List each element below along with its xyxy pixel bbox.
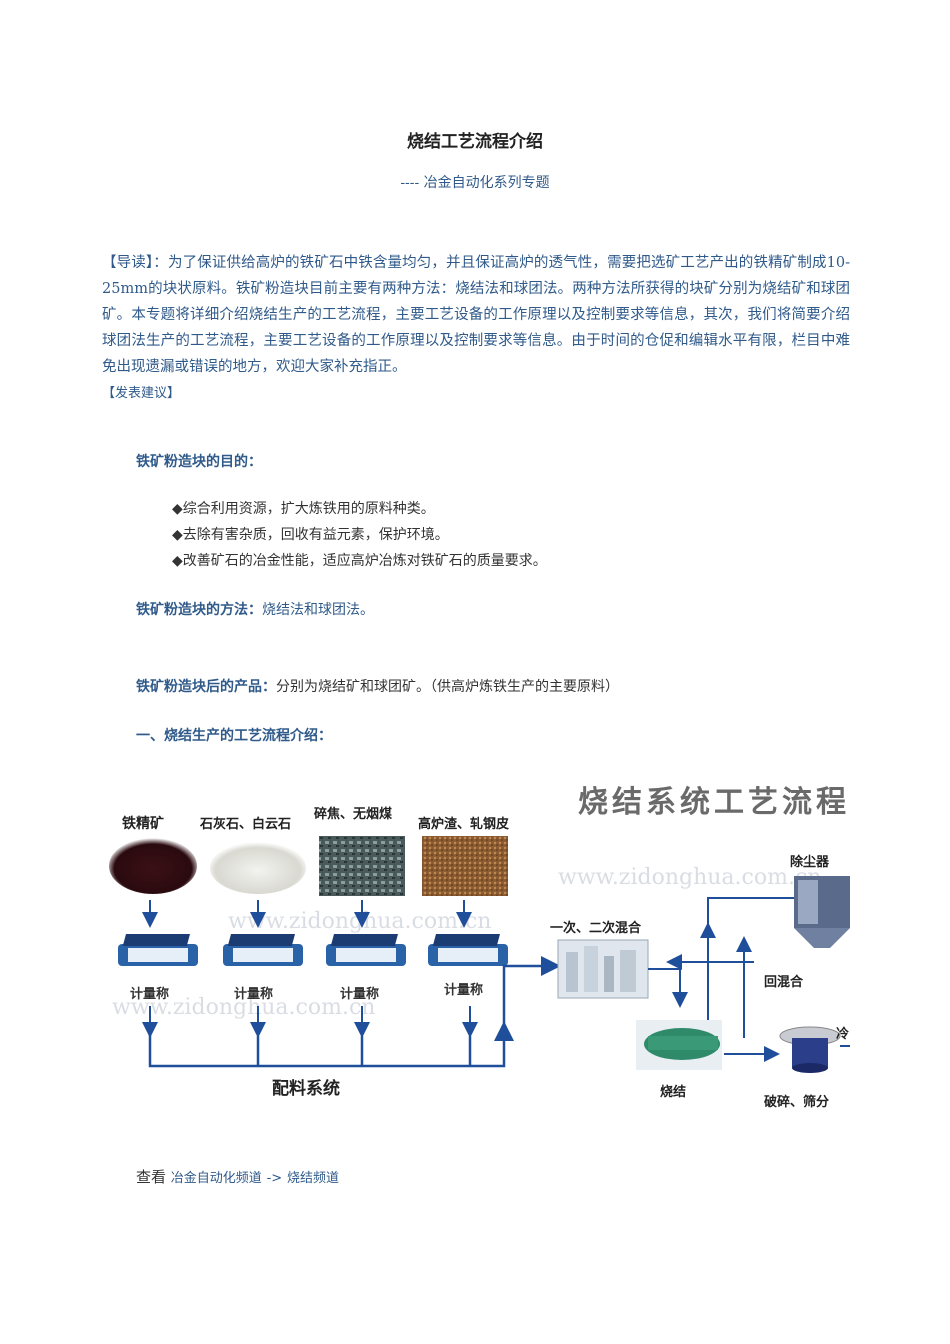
product-text: 分别为烧结矿和球团矿。（供高炉炼铁生产的主要原料） — [276, 679, 619, 695]
intro-text: 【导读】：为了保证供给高炉的铁矿石中铁含量均匀，并且保证高炉的透气性，需要把选矿… — [102, 255, 850, 375]
limestone-pile — [210, 842, 306, 894]
method-heading: 铁矿粉造块的方法： — [136, 602, 262, 618]
scale-label: 计量称 — [130, 986, 169, 1002]
belt-scale-icon — [326, 934, 406, 966]
slag-image — [422, 836, 508, 896]
watermark: www.zidonghua.com.cn — [112, 995, 375, 1020]
batching-label: 配料系统 — [272, 1078, 340, 1099]
method-line: 铁矿粉造块的方法：烧结法和球团法。 — [136, 599, 374, 619]
mixing-label: 一次、二次混合 — [550, 920, 642, 936]
method-text: 烧结法和球团法。 — [262, 602, 374, 618]
crush-screen-label: 破碎、筛分 — [764, 1094, 829, 1110]
footer-arrow: -> — [266, 1171, 283, 1186]
iron-ore-pile — [109, 838, 197, 894]
footer-nav: 查看 冶金自动化频道 -> 烧结频道 — [136, 1166, 339, 1187]
belt-scale-icon — [223, 934, 303, 966]
sinter-flow-diagram: 烧结系统工艺流程简 www.zidonghua.com.cn www.zidon… — [108, 776, 850, 1116]
metallurgy-channel-link[interactable]: 冶金自动化频道 — [170, 1171, 262, 1186]
watermark: www.zidonghua.com.cn — [558, 865, 821, 890]
footer-prefix: 查看 — [136, 1168, 167, 1186]
sinter-label: 烧结 — [660, 1084, 686, 1100]
material-label: 石灰石、白云石 — [199, 816, 291, 832]
diagram-title: 烧结系统工艺流程简 — [578, 785, 850, 820]
crusher-screen-image — [779, 1026, 841, 1073]
sinter-channel-link[interactable]: 烧结频道 — [286, 1171, 339, 1186]
page-subtitle: ---- 冶金自动化系列专题 — [400, 175, 550, 191]
section1-heading: 一、烧结生产的工艺流程介绍： — [136, 728, 332, 744]
dust-collector-image — [794, 876, 850, 948]
return-mix-label: 回混合 — [764, 974, 804, 990]
product-line: 铁矿粉造块后的产品：分别为烧结矿和球团矿。（供高炉炼铁生产的主要原料） — [136, 676, 619, 696]
material-label: 碎焦、无烟煤 — [314, 806, 392, 822]
suggest-link[interactable]: 【发表建议】 — [102, 386, 181, 401]
scale-label: 计量称 — [340, 986, 379, 1002]
sinter-machine-image — [636, 1020, 722, 1070]
page-title: 烧结工艺流程介绍 — [407, 132, 543, 152]
dust-collector-label: 除尘器 — [790, 854, 830, 870]
scale-label: 计量称 — [234, 986, 273, 1002]
belt-scale-icon — [428, 934, 508, 966]
intro-paragraph: 【导读】：为了保证供给高炉的铁矿石中铁含量均匀，并且保证高炉的透气性，需要把选矿… — [102, 250, 850, 407]
bullet-item: ◆去除有害杂质，回收有益元素，保护环境。 — [172, 527, 449, 543]
material-label: 高炉渣、轧钢皮 — [418, 816, 509, 832]
bullet-item: ◆综合利用资源，扩大炼铁用的原料种类。 — [172, 501, 435, 517]
cool-label: 冷 — [836, 1026, 849, 1042]
bullet-item: ◆改善矿石的冶金性能，适应高炉冶炼对铁矿石的质量要求。 — [172, 553, 547, 569]
mixer-image — [557, 939, 649, 999]
scale-label: 计量称 — [444, 982, 483, 998]
material-label: 铁精矿 — [122, 815, 164, 832]
belt-scale-icon — [118, 934, 198, 966]
product-heading: 铁矿粉造块后的产品： — [136, 679, 276, 695]
coke-image — [319, 836, 405, 896]
watermark: www.zidonghua.com.cn — [228, 909, 491, 934]
purpose-heading: 铁矿粉造块的目的： — [136, 454, 262, 470]
